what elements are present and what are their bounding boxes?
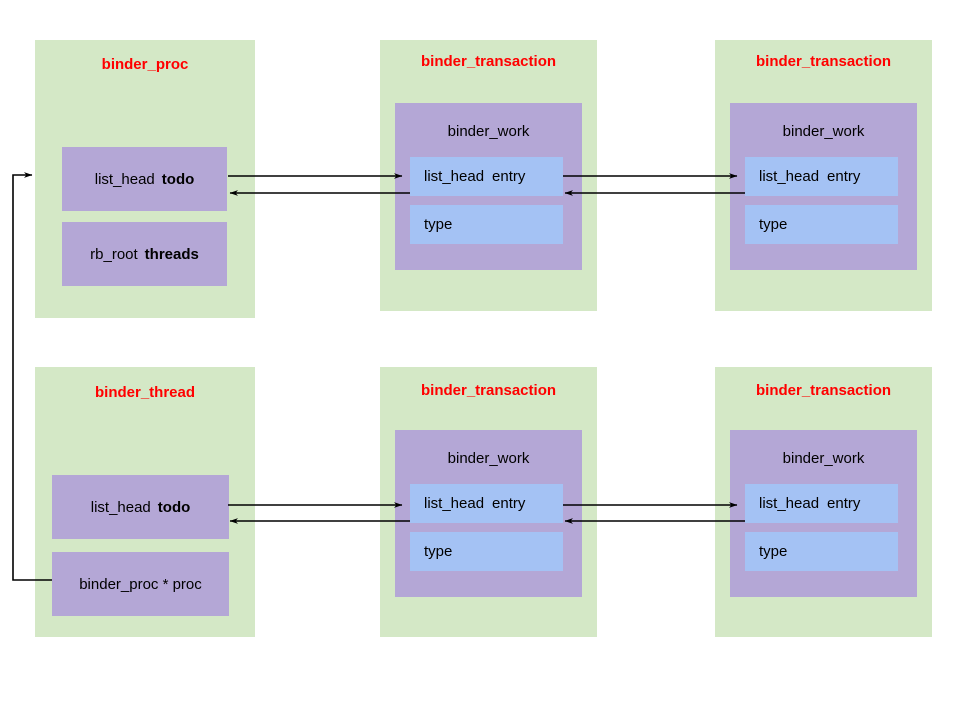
field-binder-thread-todo[interactable]: list_head todo bbox=[52, 475, 229, 539]
subfield-type-list-head: list_head bbox=[424, 168, 485, 185]
subfield-type-top-1[interactable]: type bbox=[410, 205, 563, 244]
card-title-binder-transaction-bottom-2: binder_transaction bbox=[755, 382, 892, 399]
work-box-bottom-2[interactable]: binder_work list_head entry type bbox=[730, 430, 917, 597]
card-title-binder-transaction-bottom-1: binder_transaction bbox=[420, 382, 557, 399]
subfield-name-entry: entry bbox=[492, 495, 526, 512]
work-label-bottom-1: binder_work bbox=[447, 450, 530, 467]
field-type-list-head: list_head bbox=[94, 170, 155, 188]
field-binder-proc-threads[interactable]: rb_root threads bbox=[62, 222, 227, 286]
subfield-entry-top-2[interactable]: list_head entry bbox=[745, 157, 898, 196]
field-label-binder-proc-ptr: binder_proc * proc bbox=[79, 575, 202, 593]
card-binder-proc[interactable]: binder_proc list_head todo rb_root threa… bbox=[35, 40, 255, 318]
work-label-top-2: binder_work bbox=[782, 123, 865, 140]
field-name-threads: threads bbox=[144, 245, 199, 263]
subfield-type-list-head: list_head bbox=[759, 168, 820, 185]
subfield-label-type: type bbox=[759, 543, 788, 560]
card-title-binder-thread: binder_thread bbox=[94, 384, 196, 401]
subfield-name-entry: entry bbox=[827, 495, 861, 512]
field-binder-thread-proc[interactable]: binder_proc * proc bbox=[52, 552, 229, 616]
card-binder-thread[interactable]: binder_thread list_head todo binder_proc… bbox=[35, 367, 255, 637]
subfield-label-type: type bbox=[759, 216, 788, 233]
card-binder-transaction-bottom-2[interactable]: binder_transaction binder_work list_head… bbox=[715, 367, 932, 637]
subfield-type-bottom-1[interactable]: type bbox=[410, 532, 563, 571]
card-title-binder-transaction-top-1: binder_transaction bbox=[420, 53, 557, 70]
card-title-binder-transaction-top-2: binder_transaction bbox=[755, 53, 892, 70]
work-label-bottom-2: binder_work bbox=[782, 450, 865, 467]
subfield-entry-top-1[interactable]: list_head entry bbox=[410, 157, 563, 196]
subfield-type-list-head: list_head bbox=[424, 495, 485, 512]
subfield-name-entry: entry bbox=[492, 168, 526, 185]
subfield-type-list-head: list_head bbox=[759, 495, 820, 512]
subfield-name-entry: entry bbox=[827, 168, 861, 185]
subfield-entry-bottom-2[interactable]: list_head entry bbox=[745, 484, 898, 523]
subfield-label-type: type bbox=[424, 216, 453, 233]
card-binder-transaction-top-1[interactable]: binder_transaction binder_work list_head… bbox=[380, 40, 597, 311]
work-box-top-2[interactable]: binder_work list_head entry type bbox=[730, 103, 917, 270]
field-name-todo: todo bbox=[161, 170, 195, 188]
field-type-list-head: list_head bbox=[90, 498, 151, 516]
field-binder-proc-todo[interactable]: list_head todo bbox=[62, 147, 227, 211]
subfield-type-top-2[interactable]: type bbox=[745, 205, 898, 244]
work-box-bottom-1[interactable]: binder_work list_head entry type bbox=[395, 430, 582, 597]
field-name-todo: todo bbox=[157, 498, 191, 516]
card-binder-transaction-bottom-1[interactable]: binder_transaction binder_work list_head… bbox=[380, 367, 597, 637]
card-binder-transaction-top-2[interactable]: binder_transaction binder_work list_head… bbox=[715, 40, 932, 311]
subfield-entry-bottom-1[interactable]: list_head entry bbox=[410, 484, 563, 523]
subfield-label-type: type bbox=[424, 543, 453, 560]
work-box-top-1[interactable]: binder_work list_head entry type bbox=[395, 103, 582, 270]
card-title-binder-proc: binder_proc bbox=[101, 56, 189, 73]
work-label-top-1: binder_work bbox=[447, 123, 530, 140]
field-type-rb-root: rb_root bbox=[90, 245, 138, 263]
subfield-type-bottom-2[interactable]: type bbox=[745, 532, 898, 571]
